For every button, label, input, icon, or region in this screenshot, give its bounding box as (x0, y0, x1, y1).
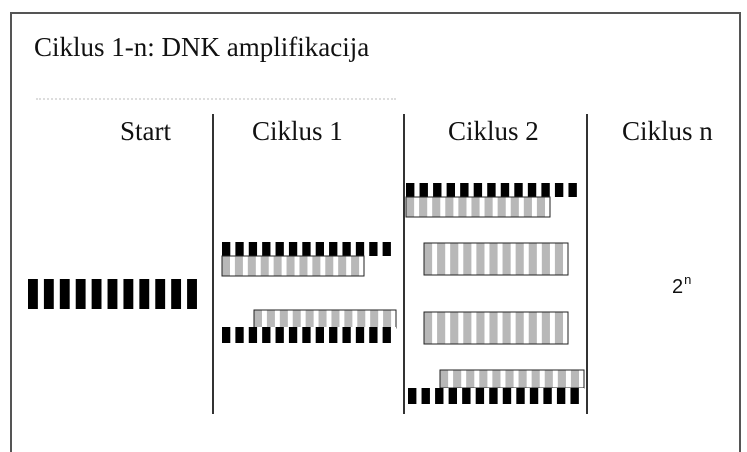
column-label-cycle-1: Ciklus 1 (252, 116, 343, 146)
column-label-cycle-2: Ciklus 2 (448, 116, 539, 146)
column-divider-1 (212, 114, 214, 414)
dna-cycle2-strand-a (405, 183, 582, 218)
column-divider-2 (403, 114, 405, 414)
dna-cycle1-strand-a (221, 242, 396, 277)
diagram-frame (10, 12, 741, 452)
column-divider-3 (586, 114, 588, 414)
amplification-result: 2n (672, 272, 691, 299)
dna-original-double-strand (28, 279, 203, 309)
result-base: 2 (672, 276, 684, 298)
separator-line (36, 98, 396, 103)
dna-cycle2-strand-d (408, 369, 585, 404)
column-label-start: Start (120, 116, 171, 146)
column-label-cycle-n: Ciklus n (622, 116, 713, 146)
dna-cycle2-strand-c (423, 311, 569, 345)
dna-cycle2-strand-b (423, 242, 569, 276)
diagram-title: Ciklus 1-n: DNK amplifikacija (34, 32, 370, 62)
result-exponent: n (684, 272, 692, 287)
dna-cycle1-strand-b (222, 309, 397, 343)
